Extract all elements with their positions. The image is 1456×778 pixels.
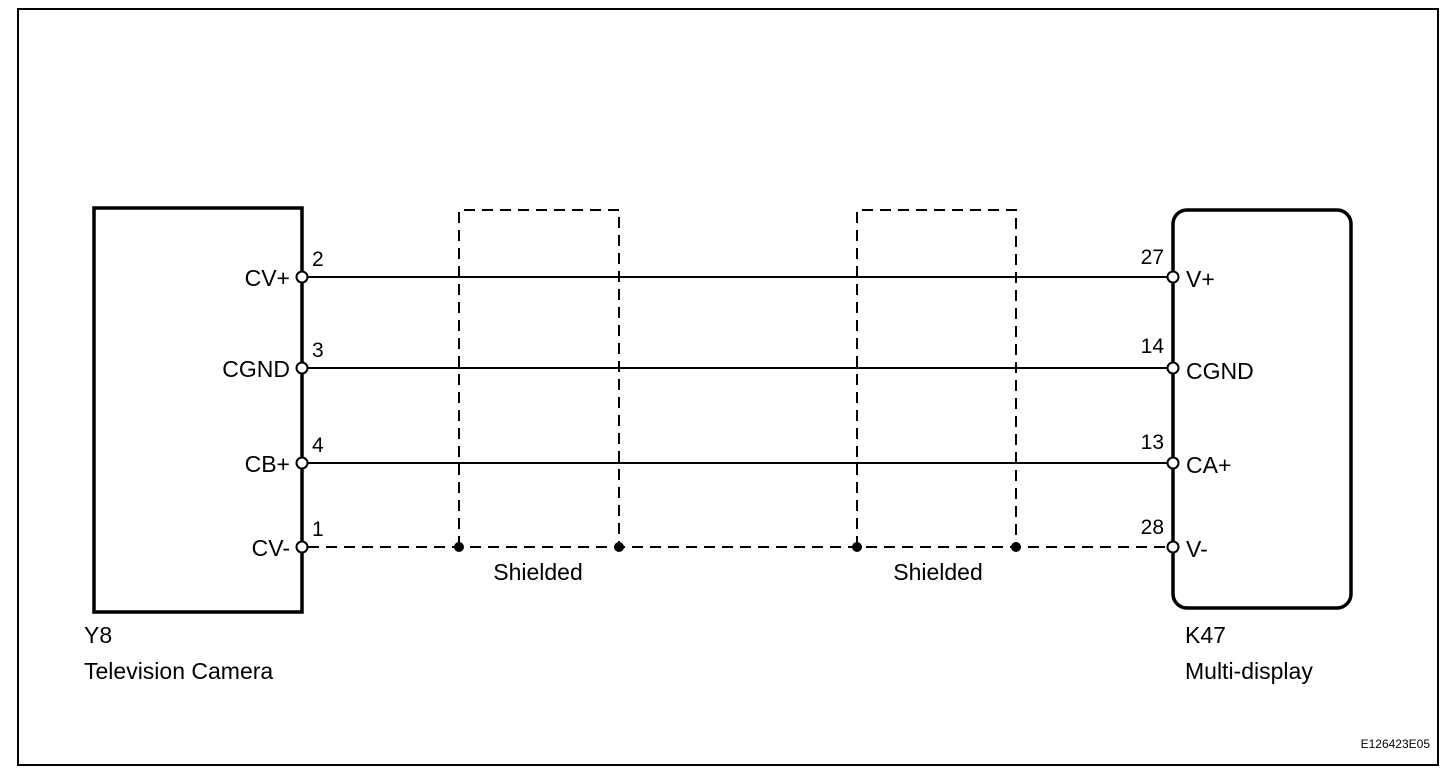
- right-component-id: K47: [1185, 622, 1226, 648]
- left-component-id: Y8: [84, 622, 112, 648]
- multi-display-box: [1171, 208, 1353, 610]
- left-pin-number: 4: [312, 434, 324, 457]
- right-component-name: Multi-display: [1185, 658, 1313, 684]
- right-signal-label: CGND: [1186, 358, 1254, 384]
- left-signal-label: CV+: [245, 265, 290, 291]
- shield-label: Shielded: [493, 559, 583, 585]
- right-signal-label: V-: [1186, 536, 1208, 562]
- right-pin-number: 13: [1141, 431, 1164, 454]
- shield-junction-dot: [614, 542, 624, 552]
- left-signal-label: CB+: [245, 451, 290, 477]
- left-pin-number: 1: [312, 518, 324, 541]
- left-pin-number: 3: [312, 339, 324, 362]
- left-signal-label: CGND: [222, 356, 290, 382]
- terminal-right-cgnd: [1166, 361, 1180, 375]
- shield-label: Shielded: [893, 559, 983, 585]
- left-signal-label: CV-: [252, 535, 290, 561]
- shield-junction-dot: [1011, 542, 1021, 552]
- diagram-frame: [17, 8, 1439, 766]
- right-signal-label: V+: [1186, 266, 1215, 292]
- right-pin-number: 27: [1141, 246, 1164, 269]
- right-pin-number: 28: [1141, 516, 1164, 539]
- left-component-name: Television Camera: [84, 658, 273, 684]
- television-camera-box: [92, 206, 304, 614]
- terminal-right-v-plus: [1166, 270, 1180, 284]
- left-pin-number: 2: [312, 248, 324, 271]
- terminal-left-cv-minus: [295, 540, 309, 554]
- terminal-left-cv-plus: [295, 270, 309, 284]
- right-pin-number: 14: [1141, 335, 1165, 358]
- reference-code: E126423E05: [1361, 737, 1431, 751]
- terminal-left-cgnd: [295, 361, 309, 375]
- terminal-right-ca-plus: [1166, 456, 1180, 470]
- right-signal-label: CA+: [1186, 452, 1231, 478]
- shield-junction-dot: [852, 542, 862, 552]
- shield-junction-dot: [454, 542, 464, 552]
- terminal-right-v-minus: [1166, 540, 1180, 554]
- shield-1-outline: [458, 209, 620, 547]
- shield-2-outline: [856, 209, 1017, 547]
- terminal-left-cb-plus: [295, 456, 309, 470]
